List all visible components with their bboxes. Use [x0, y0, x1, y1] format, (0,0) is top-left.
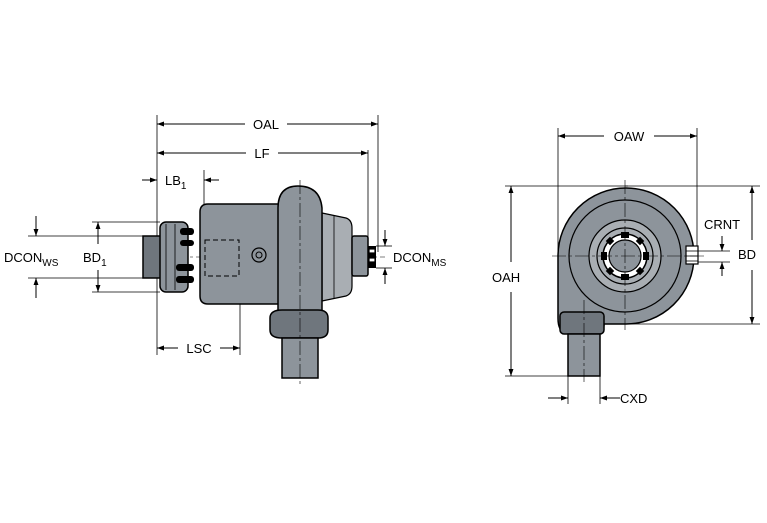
- label-bd1-sub: 1: [101, 258, 107, 269]
- label-crnt: CRNT: [704, 217, 740, 232]
- label-bd: BD: [738, 247, 756, 262]
- dim-lsc: LSC: [157, 341, 240, 356]
- label-lb1-sub: 1: [181, 181, 187, 192]
- label-dcon-ms: DCON: [393, 250, 431, 265]
- dim-bd: BD: [738, 186, 756, 324]
- dim-crnt: CRNT: [698, 217, 740, 276]
- label-oal: OAL: [253, 117, 279, 132]
- side-view: OAL LF LB1 DCONWS BD1: [4, 115, 447, 384]
- svg-text:LB1: LB1: [165, 173, 187, 192]
- dim-dcon-ms: DCONMS: [376, 230, 447, 284]
- dim-oal: OAL: [157, 117, 378, 132]
- dim-oah: OAH: [492, 186, 520, 376]
- front-view: OAW CRNT BD OAH CXD: [492, 128, 760, 406]
- main-body: [199, 203, 353, 305]
- label-oah: OAH: [492, 270, 520, 285]
- dim-dcon-ws: DCONWS: [4, 216, 143, 298]
- label-dcon-ws-sub: WS: [42, 258, 58, 269]
- label-bd1: BD: [83, 250, 101, 265]
- dim-lb1: LB1: [142, 173, 219, 192]
- machine-side-spigot: [351, 235, 376, 277]
- dim-oaw: OAW: [558, 129, 697, 144]
- vertical-housing: [269, 180, 329, 384]
- working-side-shank: [142, 221, 194, 293]
- front-housing: [552, 180, 705, 382]
- label-lsc: LSC: [186, 341, 211, 356]
- label-dcon-ms-sub: MS: [431, 258, 446, 269]
- dim-lf: LF: [157, 146, 368, 161]
- label-lb1: LB: [165, 173, 181, 188]
- svg-text:DCONMS: DCONMS: [393, 250, 447, 269]
- locking-screw: [251, 247, 267, 263]
- svg-text:BD1: BD1: [83, 250, 107, 269]
- label-lf: LF: [254, 146, 269, 161]
- label-cxd: CXD: [620, 391, 647, 406]
- svg-text:DCONWS: DCONWS: [4, 250, 59, 269]
- dim-cxd: CXD: [548, 391, 647, 406]
- label-dcon-ws: DCON: [4, 250, 42, 265]
- label-oaw: OAW: [614, 129, 645, 144]
- dim-bd1: BD1: [83, 221, 160, 293]
